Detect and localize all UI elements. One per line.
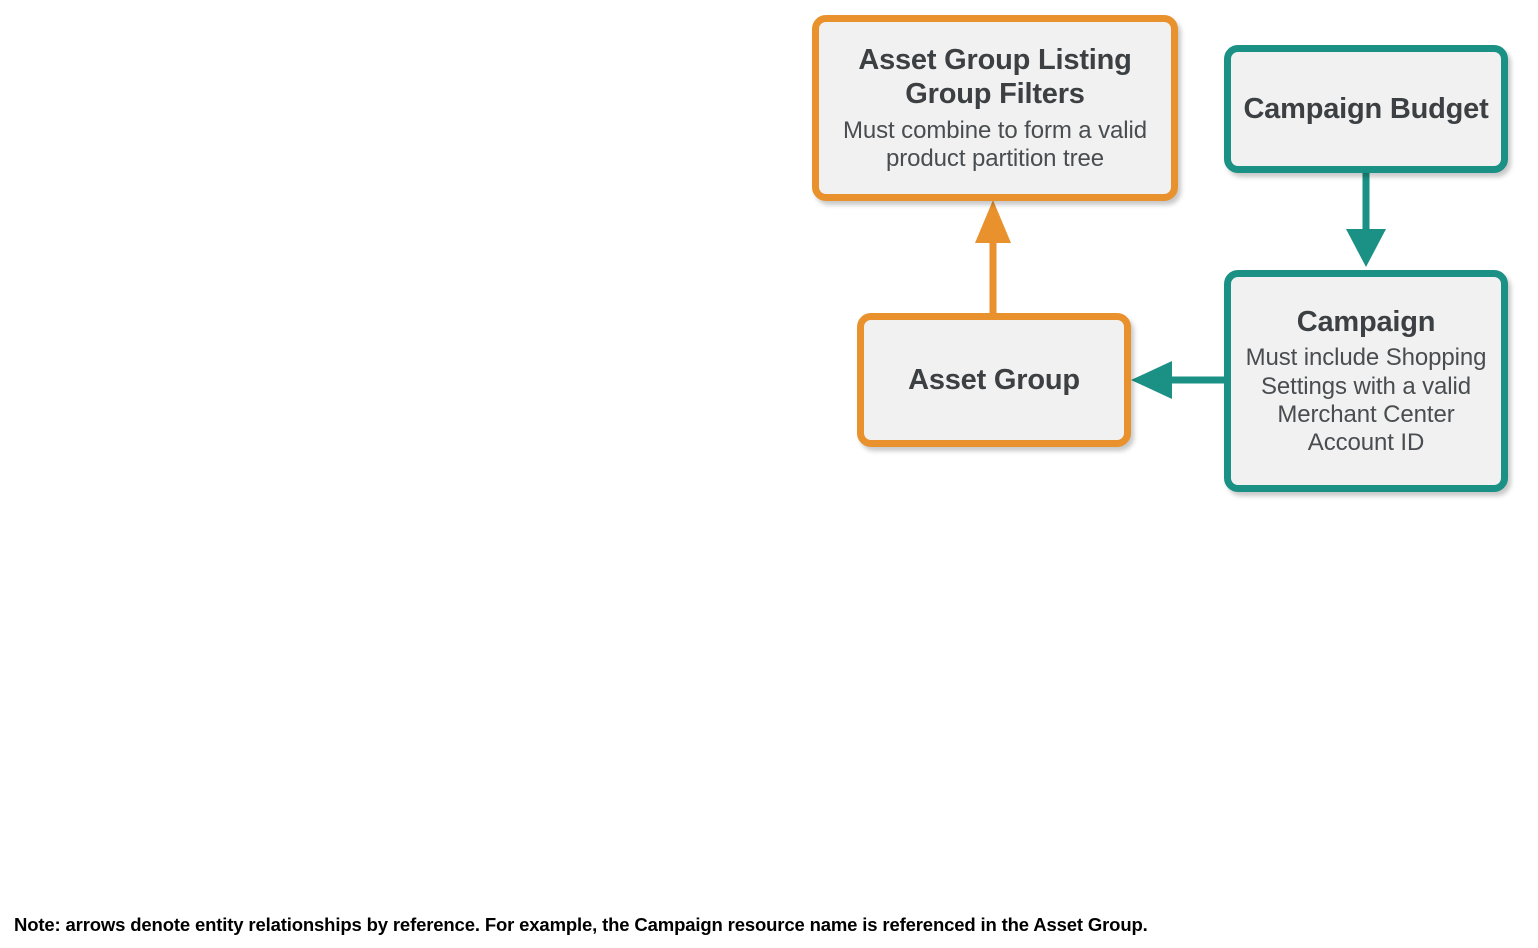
node-subtitle: Must include Shopping Settings with a va… — [1245, 344, 1487, 456]
edge-campaign-budget-to-campaign-arrow — [1346, 172, 1386, 267]
node-title: Campaign Budget — [1243, 92, 1489, 125]
diagram-note: Note: arrows denote entity relationships… — [14, 914, 1148, 935]
node-campaign-budget[interactable]: Campaign Budget — [1224, 45, 1508, 173]
node-subtitle: Must combine to form a valid product par… — [843, 116, 1147, 172]
node-title: Campaign — [1296, 306, 1436, 339]
node-title: Asset Group — [908, 363, 1080, 396]
node-asset-group-listing-group-filters[interactable]: Asset Group Listing Group Filters Must c… — [812, 15, 1178, 201]
edge-asset-group-to-listing-filters-arrow — [975, 200, 1011, 317]
node-title: Asset Group Listing Group Filters — [858, 44, 1132, 111]
node-campaign[interactable]: Campaign Must include Shopping Settings … — [1224, 270, 1508, 492]
edge-campaign-to-asset-group-arrow — [1131, 361, 1226, 399]
node-asset-group[interactable]: Asset Group — [857, 313, 1131, 447]
